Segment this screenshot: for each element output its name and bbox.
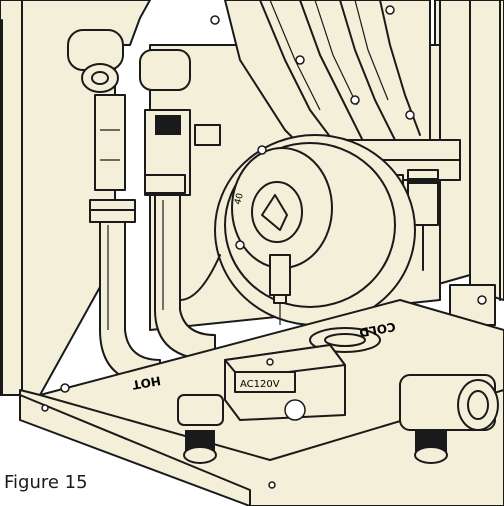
hot-label: HOT: [131, 373, 162, 392]
pipe-fittings: [67, 15, 221, 223]
hot-connector: [177, 394, 224, 464]
junction-box: AC120V: [224, 344, 346, 421]
cold-label: COLD: [358, 319, 397, 339]
voltage-label: AC120V: [240, 379, 280, 390]
figure-caption: Figure 15: [4, 472, 88, 493]
blower-fan: 40: [214, 134, 416, 326]
cold-connector: [399, 374, 499, 464]
fan-number-label: 40: [233, 192, 246, 206]
sensor: [269, 254, 291, 325]
